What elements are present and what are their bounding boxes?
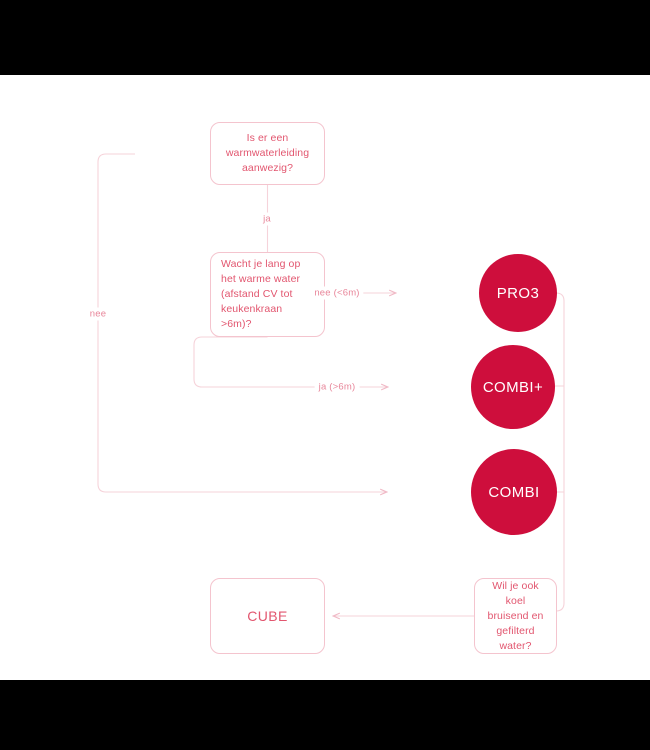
- node-label: Wacht je lang op het warme water (afstan…: [221, 258, 301, 330]
- edge-label-ja: ja: [259, 212, 275, 226]
- diagram-canvas: Is er een warmwaterleiding aanwezig? Wac…: [0, 75, 650, 680]
- node-label: COMBI: [488, 483, 540, 501]
- node-label: COMBI+: [482, 378, 544, 396]
- node-result-combi[interactable]: COMBI: [471, 449, 557, 535]
- node-q-wachttijd[interactable]: Wacht je lang op het warme water (afstan…: [210, 252, 325, 337]
- edge-label-ja-6m: ja (>6m): [314, 380, 360, 394]
- connector-ja-6m: [193, 336, 388, 387]
- node-label: CUBE: [247, 607, 288, 624]
- node-label: Is er een warmwaterleiding aanwezig?: [225, 132, 310, 174]
- edge-label-nee: nee: [85, 307, 111, 321]
- node-q-warmwaterleiding[interactable]: Is er een warmwaterleiding aanwezig?: [210, 122, 325, 185]
- connector-nee: [97, 153, 387, 492]
- node-result-cube[interactable]: CUBE: [210, 578, 325, 654]
- node-q-bruisend[interactable]: Wil je ook koel bruisend en gefilterd wa…: [474, 578, 557, 654]
- connector-pro3-bus: [482, 292, 565, 612]
- node-label: Wil je ook koel bruisend en gefilterd wa…: [487, 579, 544, 652]
- edge-label-nee-6m: nee (<6m): [310, 286, 364, 300]
- node-result-combi-plus[interactable]: COMBI+: [471, 345, 555, 429]
- node-label: PRO3: [496, 284, 540, 302]
- node-result-pro3[interactable]: PRO3: [479, 254, 557, 332]
